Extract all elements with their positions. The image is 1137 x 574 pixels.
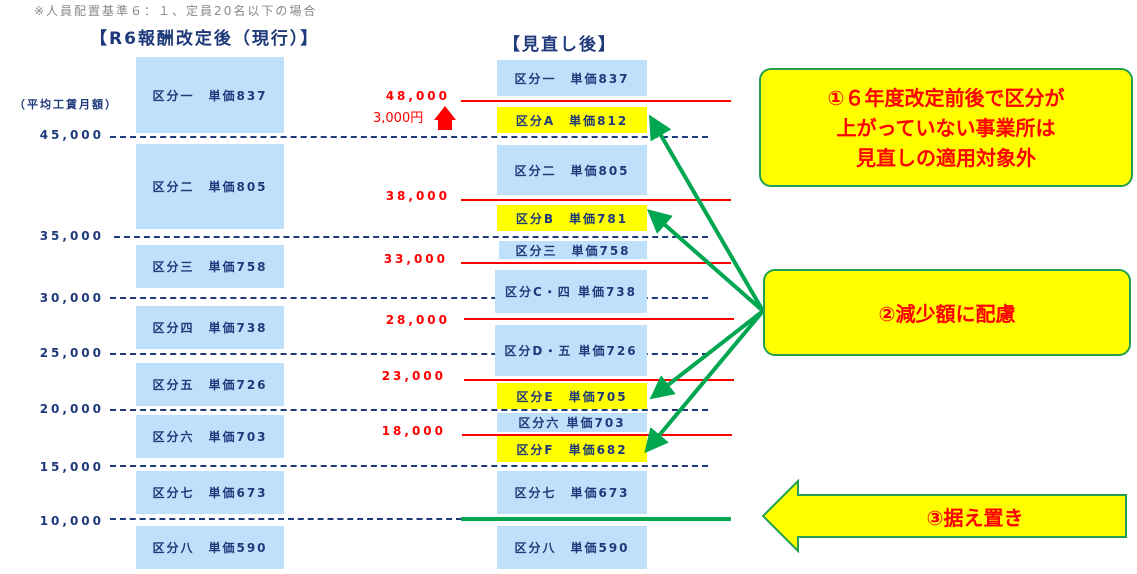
threshold-48000: 48,000	[385, 89, 450, 103]
right-box-ichi: 区分一 単価837	[497, 60, 647, 96]
callout-1-line-1: ①６年度改定前後で区分が	[827, 85, 1065, 110]
right-box-ni: 区分二 単価805	[497, 145, 647, 195]
y-tick-10000: 10,000	[39, 514, 104, 528]
threshold-38000: 38,000	[385, 189, 450, 203]
right-box-b: 区分B 単価781	[497, 205, 647, 231]
right-box-roku: 区分六 単価703	[497, 413, 647, 432]
gridline-45000	[110, 136, 708, 138]
gridline-35000	[114, 236, 708, 238]
y-tick-30000: 30,000	[39, 291, 104, 305]
threshold-23000: 23,000	[381, 369, 446, 383]
y-tick-20000: 20,000	[39, 402, 104, 416]
big-left-arrow-icon	[761, 478, 1127, 554]
increase-label: 3,000円	[373, 111, 424, 126]
y-axis-label: （平均工賃月額）	[14, 98, 118, 111]
left-box-1: 区分一 単価837	[136, 57, 284, 133]
gridline-10000	[110, 518, 462, 520]
pointer-arrows	[644, 114, 765, 454]
y-tick-15000: 15,000	[39, 460, 104, 474]
increase-arrow-icon	[434, 106, 456, 130]
right-box-nana: 区分七 単価673	[497, 471, 647, 514]
left-box-2: 区分二 単価805	[136, 144, 284, 229]
threshold-line-48000	[461, 100, 731, 102]
threshold-line-23000	[464, 379, 734, 381]
callout-2-text: ②減少額に配慮	[878, 302, 1016, 326]
left-box-8: 区分八 単価590	[136, 526, 284, 569]
threshold-28000: 28,000	[385, 313, 450, 327]
left-box-3: 区分三 単価758	[136, 245, 284, 288]
callout-not-applicable: ①６年度改定前後で区分が 上がっていない事業所は 見直しの適用対象外	[759, 68, 1133, 187]
threshold-line-33000	[461, 262, 731, 264]
callout-1-line-3: 見直しの適用対象外	[856, 145, 1036, 170]
right-box-c-yon: 区分C・四 単価738	[495, 270, 647, 313]
y-tick-35000: 35,000	[39, 229, 104, 243]
left-box-5: 区分五 単価726	[136, 363, 284, 406]
right-box-hachi: 区分八 単価590	[497, 526, 647, 569]
gridline-15000	[110, 465, 708, 467]
callout-consider-decrease: ②減少額に配慮	[763, 269, 1131, 356]
callout-unchanged-text: ③据え置き	[926, 505, 1024, 530]
gridline-30000	[110, 297, 708, 299]
arrow-to-f	[644, 309, 765, 454]
threshold-line-18000	[462, 434, 732, 436]
left-column-header: 【R6報酬改定後（現行）】	[90, 29, 320, 49]
left-box-6: 区分六 単価703	[136, 415, 284, 458]
right-box-e: 区分E 単価705	[497, 383, 647, 409]
left-box-4: 区分四 単価738	[136, 306, 284, 349]
gridline-20000	[110, 409, 708, 411]
unchanged-line	[461, 517, 731, 521]
arrow-to-e	[649, 309, 765, 400]
callout-1-line-2: 上がっていない事業所は	[836, 115, 1056, 140]
right-box-a: 区分A 単価812	[497, 107, 647, 133]
threshold-33000: 33,000	[383, 252, 448, 266]
right-box-f: 区分F 単価682	[497, 436, 647, 462]
right-column-header: 【見直し後】	[503, 35, 617, 55]
right-box-d-go: 区分D・五 単価726	[495, 325, 647, 376]
gridline-25000	[110, 353, 708, 355]
threshold-line-38000	[461, 199, 731, 201]
arrow-to-a	[648, 114, 765, 313]
left-box-7: 区分七 単価673	[136, 471, 284, 514]
threshold-18000: 18,000	[381, 424, 446, 438]
y-tick-45000: 45,000	[39, 128, 104, 142]
threshold-line-28000	[464, 318, 734, 320]
footnote: ※人員配置基準６：１、定員20名以下の場合	[34, 4, 318, 18]
y-tick-25000: 25,000	[39, 346, 104, 360]
arrow-to-b	[646, 209, 765, 313]
right-box-san: 区分三 単価758	[499, 241, 647, 259]
